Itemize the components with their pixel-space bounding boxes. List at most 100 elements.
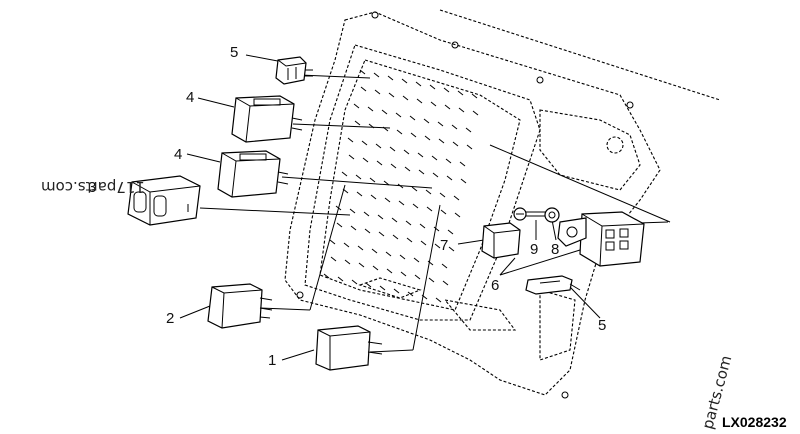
fuse-slot-mark bbox=[336, 222, 343, 228]
fuse-slot-mark bbox=[349, 208, 356, 214]
fuse-slot-mark bbox=[423, 118, 430, 124]
fuse-slot-mark bbox=[440, 209, 447, 215]
fuse-slot-mark bbox=[351, 279, 358, 285]
fuse-slot-mark bbox=[358, 262, 365, 268]
fuse-slot-mark bbox=[364, 228, 371, 234]
fuse-5-upper bbox=[275, 56, 313, 85]
fuse-slot-mark bbox=[392, 234, 399, 240]
switch-unit-3 bbox=[127, 175, 201, 226]
fuse-slot-mark bbox=[471, 93, 478, 99]
relay-4-lower bbox=[217, 150, 289, 198]
relay-4-upper bbox=[231, 95, 303, 143]
fuse-slot-grid bbox=[323, 69, 479, 303]
fuse-slot-mark bbox=[419, 223, 426, 229]
fuse-slot-mark bbox=[420, 240, 427, 246]
fuse-slot-mark bbox=[434, 243, 441, 249]
fuse-slot-mark bbox=[400, 271, 407, 277]
fuse-slot-mark bbox=[396, 129, 403, 135]
fuse-slot-mark bbox=[323, 273, 330, 279]
fuse-slot-mark bbox=[379, 285, 386, 291]
screw-9 bbox=[513, 207, 546, 221]
fuse-slot-mark bbox=[372, 265, 379, 271]
fuse-slot-mark bbox=[426, 206, 433, 212]
fuse-slot-mark bbox=[457, 90, 464, 96]
fuse-slot-mark bbox=[430, 101, 437, 107]
callout-8: 8 bbox=[551, 241, 559, 258]
fuse-slot-mark bbox=[377, 214, 384, 220]
callout-1: 1 bbox=[268, 352, 276, 369]
fuse-slot-mark bbox=[363, 211, 370, 217]
callout-3: 3 bbox=[88, 179, 96, 196]
fuse-slot-mark bbox=[370, 194, 377, 200]
fuse-slot-mark bbox=[448, 246, 455, 252]
callout-5-lower: 5 bbox=[598, 317, 606, 334]
fuse-slot-mark bbox=[459, 161, 466, 167]
fuse-slot-mark bbox=[458, 107, 465, 113]
fuse-slot-mark bbox=[443, 87, 450, 93]
fuse-slot-mark bbox=[444, 104, 451, 110]
fuse-slot-mark bbox=[454, 212, 461, 218]
fuse-slot-mark bbox=[415, 81, 422, 87]
fuse-slot-mark bbox=[378, 231, 385, 237]
fuse-slot-mark bbox=[389, 146, 396, 152]
fuse-box-housing bbox=[284, 9, 721, 399]
fuse-slot-mark bbox=[472, 110, 479, 116]
fuse-slot-mark bbox=[365, 282, 372, 288]
relay-1 bbox=[315, 325, 383, 371]
fuse-slot-mark bbox=[427, 260, 434, 266]
fuse-slot-mark bbox=[371, 248, 378, 254]
fuse-slot-mark bbox=[395, 112, 402, 118]
callout-5-upper: 5 bbox=[230, 44, 238, 61]
fuse-slot-mark bbox=[409, 115, 416, 121]
fuse-slot-mark bbox=[431, 155, 438, 161]
fuse-slot-mark bbox=[429, 84, 436, 90]
fuse-slot-mark bbox=[390, 163, 397, 169]
fuse-slot-mark bbox=[407, 291, 414, 297]
fuse-slot-mark bbox=[425, 189, 432, 195]
fuse-slot-mark bbox=[348, 154, 355, 160]
fuse-slot-mark bbox=[347, 137, 354, 143]
fuse-slot-mark bbox=[466, 144, 473, 150]
fuse-slot-mark bbox=[442, 280, 449, 286]
fuse-slot-mark bbox=[373, 72, 380, 78]
fuse-slot-mark bbox=[413, 257, 420, 263]
fuse-slot-mark bbox=[406, 237, 413, 243]
fuse-slot-mark bbox=[435, 297, 442, 303]
fuse-slot-mark bbox=[355, 174, 362, 180]
fuse-slot-mark bbox=[403, 149, 410, 155]
fuse-slot-mark bbox=[359, 69, 366, 75]
fuse-slot-mark bbox=[417, 152, 424, 158]
fuse-slot-mark bbox=[412, 203, 419, 209]
fuse-slot-mark bbox=[337, 276, 344, 282]
fuse-slot-mark bbox=[411, 186, 418, 192]
fuse-slot-mark bbox=[445, 158, 452, 164]
fuse-slot-mark bbox=[386, 268, 393, 274]
fuse-slot-mark bbox=[452, 141, 459, 147]
fuse-slot-mark bbox=[344, 259, 351, 265]
fuse-slot-mark bbox=[398, 200, 405, 206]
fuse-slot-mark bbox=[399, 254, 406, 260]
fuse-slot-mark bbox=[388, 92, 395, 98]
callout-2: 2 bbox=[166, 310, 174, 327]
fuse-slot-mark bbox=[376, 160, 383, 166]
washer-8 bbox=[544, 207, 560, 223]
fuse-slot-mark bbox=[375, 143, 382, 149]
fuse-slot-mark bbox=[387, 75, 394, 81]
fuse-slot-mark bbox=[428, 277, 435, 283]
fuse-slot-mark bbox=[343, 242, 350, 248]
fuse-slot-mark bbox=[369, 177, 376, 183]
fuse-slot-mark bbox=[374, 89, 381, 95]
fuse-slot-mark bbox=[391, 217, 398, 223]
fuse-slot-mark bbox=[404, 166, 411, 172]
leader-lines bbox=[179, 54, 671, 361]
fuse-slot-mark bbox=[465, 127, 472, 133]
callout-6: 6 bbox=[491, 277, 499, 294]
fuse-slot-mark bbox=[451, 124, 458, 130]
fuse-slot-mark bbox=[402, 95, 409, 101]
fuse-slot-mark bbox=[329, 239, 336, 245]
fuse-slot-mark bbox=[410, 132, 417, 138]
fuse-slot-mark bbox=[360, 86, 367, 92]
fuse-slot-mark bbox=[362, 157, 369, 163]
reference-code: LX028232 bbox=[722, 414, 787, 430]
